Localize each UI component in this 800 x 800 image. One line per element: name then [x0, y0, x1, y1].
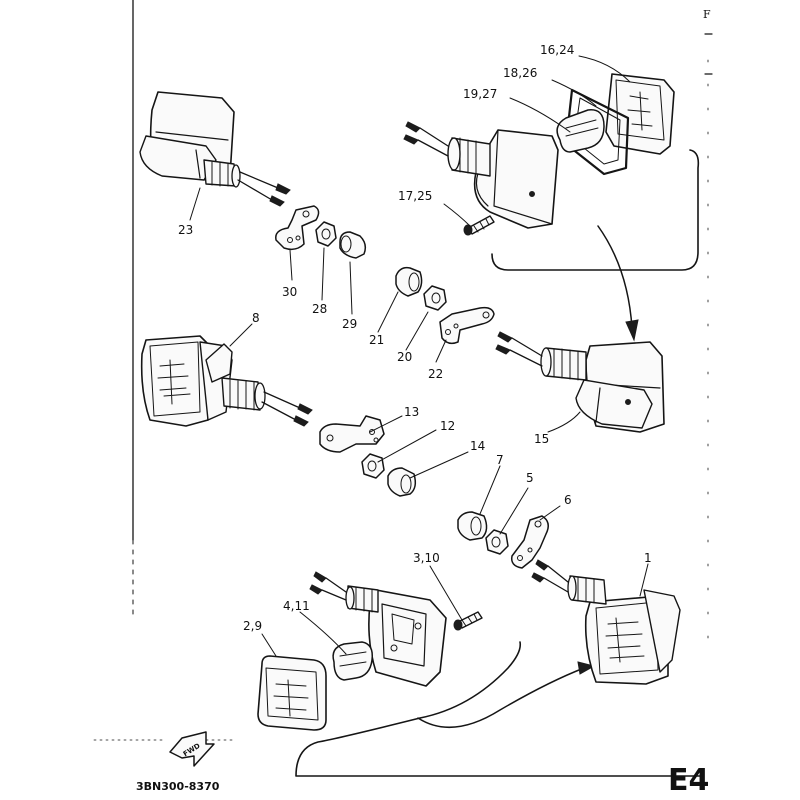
callout-16-24: 16,24	[540, 43, 574, 57]
callout-14: 14	[470, 439, 485, 453]
arrow-top-to-right	[597, 225, 633, 329]
leader-lines	[189, 55, 649, 657]
cap-14	[387, 467, 417, 497]
bracket-30	[275, 205, 320, 251]
callout-20: 20	[397, 350, 412, 364]
callout-17-25: 17,25	[398, 189, 432, 203]
bracket-13	[319, 415, 385, 453]
bulb-19-27	[556, 109, 605, 153]
cap-21	[395, 266, 423, 297]
arrow-head-top	[625, 319, 639, 342]
corner-letter: F	[703, 8, 711, 21]
arrow-bottom-to-right	[417, 667, 585, 729]
callout-7: 7	[496, 453, 504, 467]
callout-1: 1	[644, 551, 652, 565]
flasher-assembly-top-left	[139, 91, 291, 207]
bulb-4-11	[332, 641, 374, 681]
flasher-assembly-bottom-center	[257, 571, 447, 731]
callout-30: 30	[282, 285, 297, 299]
bracket-22	[439, 306, 495, 345]
callout-8: 8	[252, 311, 260, 325]
callout-15: 15	[534, 432, 549, 446]
group-bracket-top	[491, 149, 700, 271]
flasher-assembly-top-center	[403, 73, 675, 229]
callout-18-26: 18,26	[503, 66, 537, 80]
callout-19-27: 19,27	[463, 87, 497, 101]
lens-2-9	[257, 655, 327, 731]
callout-22: 22	[428, 367, 443, 381]
callout-28: 28	[312, 302, 327, 316]
callouts: 16,24 18,26 19,27 17,25 23 30 28 29 21 2…	[178, 43, 652, 633]
callout-23: 23	[178, 223, 193, 237]
callout-5: 5	[526, 471, 534, 485]
callout-2-9: 2,9	[243, 619, 262, 633]
callout-12: 12	[440, 419, 455, 433]
flasher-assembly-middle-left	[140, 335, 313, 427]
callout-3-10: 3,10	[413, 551, 440, 565]
housing-bottom-center	[368, 589, 447, 687]
callout-13: 13	[404, 405, 419, 419]
screw-17-25	[463, 215, 495, 236]
screw-3-10	[453, 611, 483, 631]
callout-6: 6	[564, 493, 572, 507]
nut-28	[315, 221, 337, 247]
lens-16-24	[605, 73, 675, 155]
fwd-arrow-icon: FWD	[169, 731, 215, 767]
cap-7	[457, 511, 488, 541]
cap-29	[339, 231, 367, 259]
flasher-assembly-middle-right	[495, 331, 665, 433]
nut-12	[361, 453, 385, 479]
drawing-code: 3BN300-8370	[136, 780, 220, 793]
nut-20	[423, 285, 447, 311]
group-bracket-bottom	[295, 641, 701, 777]
flasher-assembly-bottom-right	[531, 559, 681, 685]
bracket-6	[510, 515, 549, 569]
nut-5	[485, 529, 509, 555]
callout-4-11: 4,11	[283, 599, 310, 613]
sheet-label: E4	[668, 763, 709, 798]
callout-29: 29	[342, 317, 357, 331]
lens-bottom-right	[584, 595, 669, 685]
callout-21: 21	[369, 333, 384, 347]
